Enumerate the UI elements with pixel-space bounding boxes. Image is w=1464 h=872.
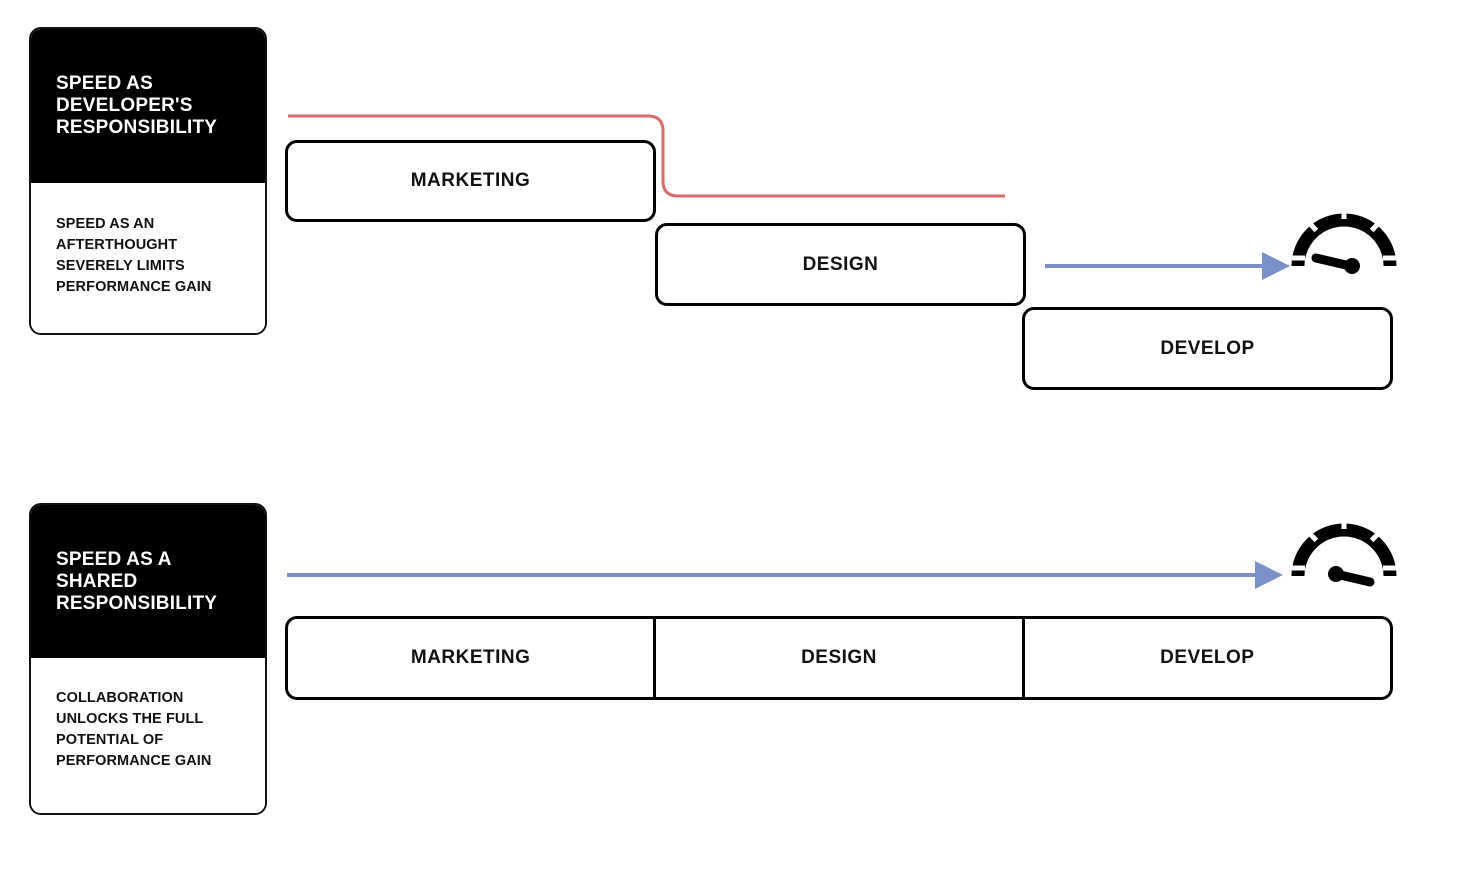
- stage-box-label: MARKETING: [410, 647, 531, 668]
- gauge-needle: [1311, 253, 1355, 271]
- info-card-header: SPEED AS DEVELOPER'S RESPONSIBILITY: [31, 29, 265, 183]
- gauge-hub: [1344, 258, 1360, 274]
- gauge-ticks: [1292, 516, 1396, 571]
- gauge-ticks: [1292, 206, 1396, 261]
- flow-arrow-bottom: [287, 561, 1283, 589]
- stage-box-label: MARKETING: [410, 170, 531, 191]
- stage-row-contiguous: MARKETING DESIGN DEVELOP: [285, 616, 1393, 700]
- info-card-shared-responsibility: SPEED AS A SHARED RESPONSIBILITY COLLABO…: [29, 503, 267, 815]
- info-card-developer-responsibility: SPEED AS DEVELOPER'S RESPONSIBILITY SPEE…: [29, 27, 267, 335]
- stage-box-marketing-staggered[interactable]: MARKETING: [285, 140, 656, 222]
- info-card-body: SPEED AS AN AFTERTHOUGHT SEVERELY LIMITS…: [31, 183, 265, 333]
- info-card-body: COLLABORATION UNLOCKS THE FULL POTENTIAL…: [31, 658, 265, 813]
- speedometer-high-icon: [1291, 516, 1397, 587]
- info-card-header: SPEED AS A SHARED RESPONSIBILITY: [31, 505, 265, 658]
- stage-box-label: DEVELOP: [1160, 337, 1255, 359]
- stage-box-develop-contiguous[interactable]: DEVELOP: [1024, 616, 1393, 700]
- gauge-arc: [1291, 523, 1397, 577]
- flow-arrow-head: [1255, 561, 1283, 589]
- stage-box-marketing-contiguous[interactable]: MARKETING: [285, 616, 657, 700]
- stage-box-label: DEVELOP: [1160, 647, 1255, 668]
- speedometer-low-icon: [1291, 206, 1397, 274]
- stage-box-label: DESIGN: [801, 647, 877, 668]
- flow-arrow-top: [1045, 252, 1290, 280]
- stage-box-design-staggered[interactable]: DESIGN: [655, 223, 1026, 306]
- info-card-heading: SPEED AS DEVELOPER'S RESPONSIBILITY: [56, 73, 218, 138]
- gauge-hub: [1328, 566, 1344, 582]
- info-card-body-text: SPEED AS AN AFTERTHOUGHT SEVERELY LIMITS…: [56, 216, 212, 295]
- gauge-needle: [1331, 569, 1375, 587]
- info-card-heading: SPEED AS A SHARED RESPONSIBILITY: [56, 548, 218, 614]
- gauge-arc: [1291, 213, 1397, 267]
- info-card-body-text: COLLABORATION UNLOCKS THE FULL POTENTIAL…: [56, 690, 212, 769]
- flow-arrow-head: [1262, 252, 1290, 280]
- stage-box-label: DESIGN: [802, 253, 879, 275]
- stage-box-design-contiguous[interactable]: DESIGN: [656, 616, 1025, 700]
- stage-box-develop-staggered[interactable]: DEVELOP: [1022, 307, 1393, 390]
